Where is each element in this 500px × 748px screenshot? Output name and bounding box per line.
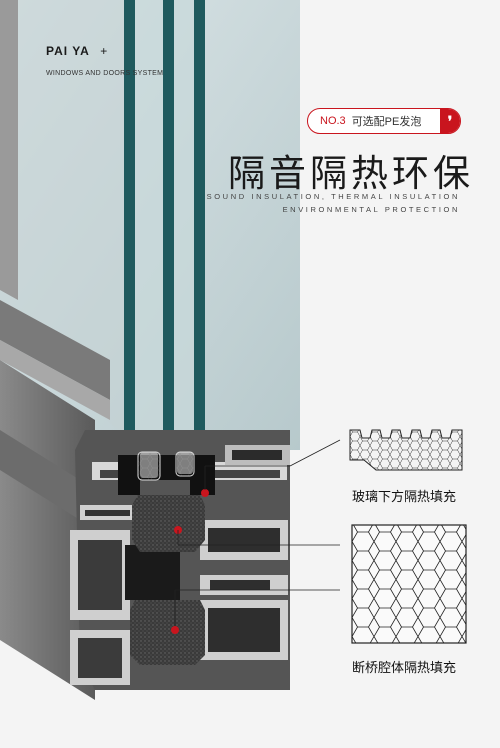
foam-under-glass <box>137 451 195 481</box>
english-subtitle-line-2: ENVIRONMENTAL PROTECTION <box>282 205 460 214</box>
headline: 隔音隔热环保 <box>228 152 474 195</box>
cavity-foam <box>130 495 205 665</box>
cavity-fill-label: 断桥腔体隔热填充 <box>352 661 457 676</box>
english-subtitle: SOUND INSULATION, THERMAL INSULATION ENV… <box>207 190 460 216</box>
cavity-foam-detail <box>351 524 467 644</box>
callout-lines <box>171 439 341 634</box>
badge-number: NO.3 <box>320 115 346 127</box>
english-subtitle-line-1: SOUND INSULATION, THERMAL INSULATION <box>206 192 460 201</box>
brand-block: PAI YA + WINDOWS AND DOORS SYSTEM <box>46 42 163 77</box>
glass-fill-label: 玻璃下方隔热填充 <box>352 490 457 505</box>
brand-plus-icon: + <box>100 44 108 58</box>
brand-subtitle: WINDOWS AND DOORS SYSTEM <box>46 70 164 77</box>
badge-text: 可选配PE发泡 <box>351 116 422 128</box>
glass-edges <box>124 0 205 455</box>
glass-foam-detail <box>349 429 463 471</box>
quote-mark-icon: ❜ <box>440 109 460 133</box>
feature-badge: NO.3 可选配PE发泡 ❜ <box>307 108 461 134</box>
brand-name: PAI YA <box>46 44 90 58</box>
